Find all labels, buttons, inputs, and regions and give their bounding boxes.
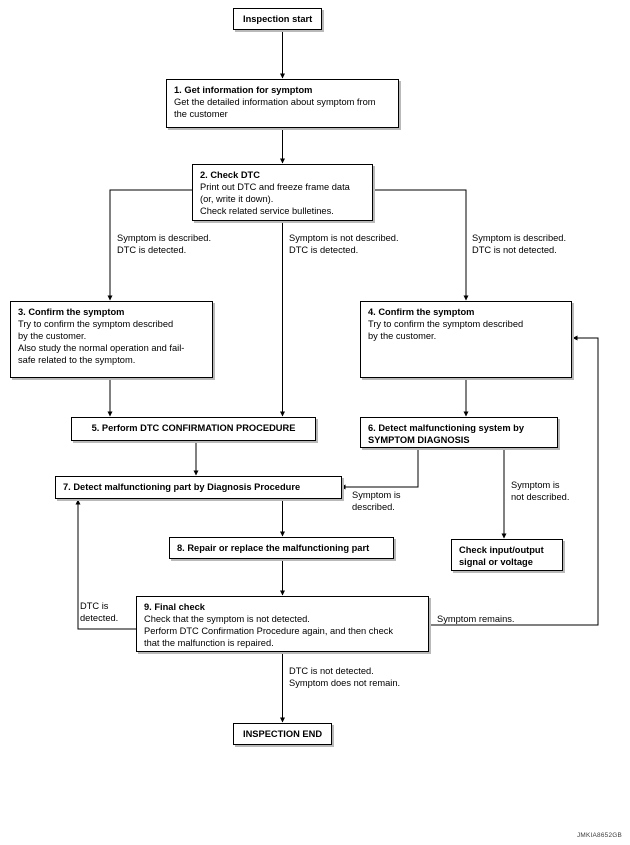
label-symptom-not-described: Symptom is not described. [511, 480, 570, 502]
node-step4-title: 4. Confirm the symptom [368, 307, 475, 317]
edge-step6-to-step7 [340, 448, 419, 490]
node-step2-title: 2. Check DTC [200, 170, 260, 180]
label-branch-middle: Symptom is not described. DTC is detecte… [289, 233, 399, 255]
node-step2[interactable]: 2. Check DTC Print out DTC and freeze fr… [192, 164, 373, 221]
node-inspection-start[interactable]: Inspection start [233, 8, 323, 30]
node-step3[interactable]: 3. Confirm the symptom Try to confirm th… [10, 301, 213, 378]
node-step1[interactable]: 1. Get information for symptom Get the d… [166, 79, 399, 128]
node-step3-body: Try to confirm the symptom described by … [18, 319, 185, 365]
node-check-io[interactable]: Check input/output signal or voltage [451, 539, 563, 571]
node-step6-title: 6. Detect malfunctioning system by SYMPT… [368, 423, 525, 445]
node-step8-title: 8. Repair or replace the malfunctioning … [177, 543, 370, 553]
node-step1-body: Get the detailed information about sympt… [174, 97, 376, 119]
label-dtc-not-detected: DTC is not detected. Symptom does not re… [289, 666, 401, 688]
node-step2-body: Print out DTC and freeze frame data (or,… [200, 182, 350, 216]
node-step1-title: 1. Get information for symptom [174, 85, 313, 95]
node-step4[interactable]: 4. Confirm the symptom Try to confirm th… [360, 301, 572, 378]
node-check-io-title: Check input/output signal or voltage [459, 545, 544, 567]
label-branch-left: Symptom is described. DTC is detected. [117, 233, 212, 255]
label-dtc-detected: DTC is detected. [80, 601, 119, 623]
node-inspection-start-label: Inspection start [243, 14, 313, 24]
node-step9-body: Check that the symptom is not detected. … [144, 614, 394, 648]
node-step6[interactable]: 6. Detect malfunctioning system by SYMPT… [360, 417, 558, 448]
label-symptom-described: Symptom is described. [352, 490, 401, 512]
node-step7[interactable]: 7. Detect malfunctioning part by Diagnos… [55, 476, 342, 499]
node-step7-title: 7. Detect malfunctioning part by Diagnos… [63, 482, 301, 492]
label-symptom-remains: Symptom remains. [437, 614, 515, 624]
node-step8[interactable]: 8. Repair or replace the malfunctioning … [169, 537, 394, 559]
node-step9[interactable]: 9. Final check Check that the symptom is… [136, 596, 429, 652]
node-inspection-end[interactable]: INSPECTION END [233, 723, 333, 745]
node-step4-body: Try to confirm the symptom described by … [368, 319, 524, 341]
node-step9-title: 9. Final check [144, 602, 205, 612]
node-step5-title: 5. Perform DTC CONFIRMATION PROCEDURE [91, 423, 296, 433]
node-inspection-end-label: INSPECTION END [243, 729, 323, 739]
node-step5[interactable]: 5. Perform DTC CONFIRMATION PROCEDURE [71, 417, 316, 441]
label-branch-right: Symptom is described. DTC is not detecte… [472, 233, 567, 255]
node-step3-title: 3. Confirm the symptom [18, 307, 125, 317]
figure-code: JMKIA8652GB [576, 832, 622, 839]
